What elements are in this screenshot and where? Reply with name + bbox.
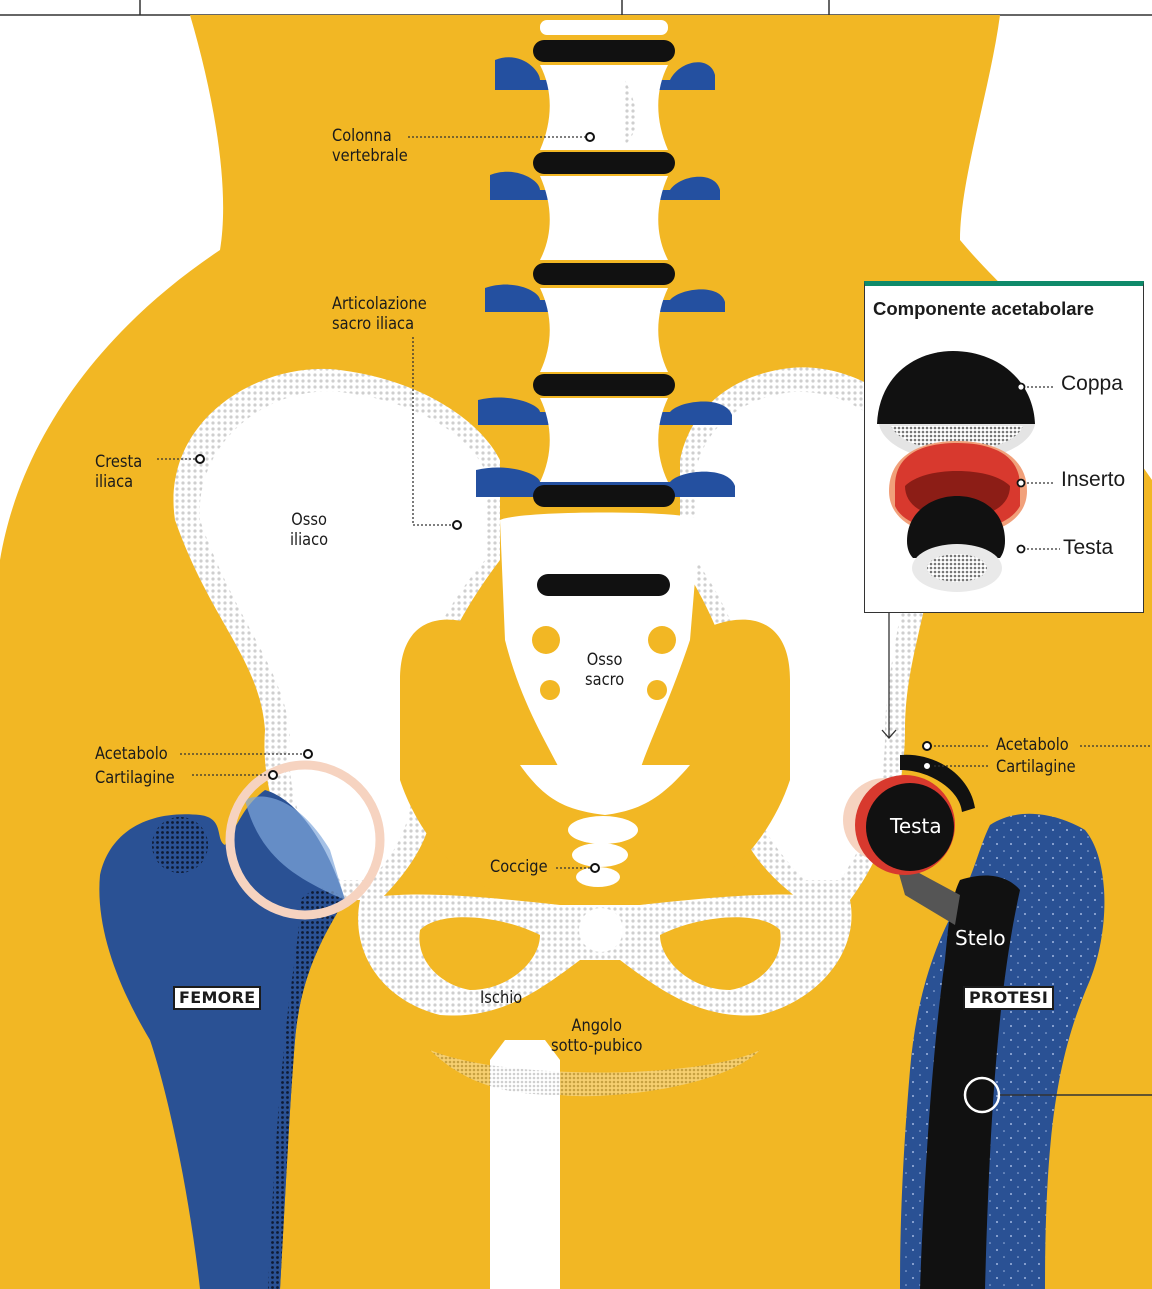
label-osso-sacro: Osso sacro (585, 650, 624, 690)
tag-femore: FEMORE (173, 986, 261, 1010)
label-testa-implant: Testa (890, 816, 942, 836)
label-articolazione-sacro-iliaca: Articolazione sacro iliaca (332, 294, 427, 334)
label-coccige: Coccige (490, 857, 548, 877)
inset-label-testa: Testa (1063, 536, 1113, 560)
label-osso-iliaco: Osso iliaco (290, 510, 328, 550)
label-cartilagine-left: Cartilagine (95, 768, 175, 788)
inset-componente-acetabolare: Componente acetabolare Coppa Insert (864, 281, 1144, 613)
tag-protesi: PROTESI (963, 986, 1054, 1010)
head-icon (907, 496, 1005, 592)
label-angolo-sotto-pubico: Angolo sotto-pubico (551, 1016, 642, 1056)
label-ischio: Ischio (480, 988, 522, 1008)
sacral-disc (537, 574, 670, 596)
label-cartilagine-right: Cartilagine (996, 757, 1076, 777)
inset-label-coppa: Coppa (1061, 372, 1123, 396)
label-acetabolo-right: Acetabolo (996, 735, 1069, 755)
inset-label-inserto: Inserto (1061, 468, 1125, 492)
label-cresta-iliaca: Cresta iliaca (95, 452, 142, 492)
label-acetabolo-left: Acetabolo (95, 744, 168, 764)
label-stelo: Stelo (955, 928, 1006, 948)
label-colonna-vertebrale: Colonna vertebrale (332, 126, 408, 166)
pubic-symphysis (579, 908, 623, 952)
